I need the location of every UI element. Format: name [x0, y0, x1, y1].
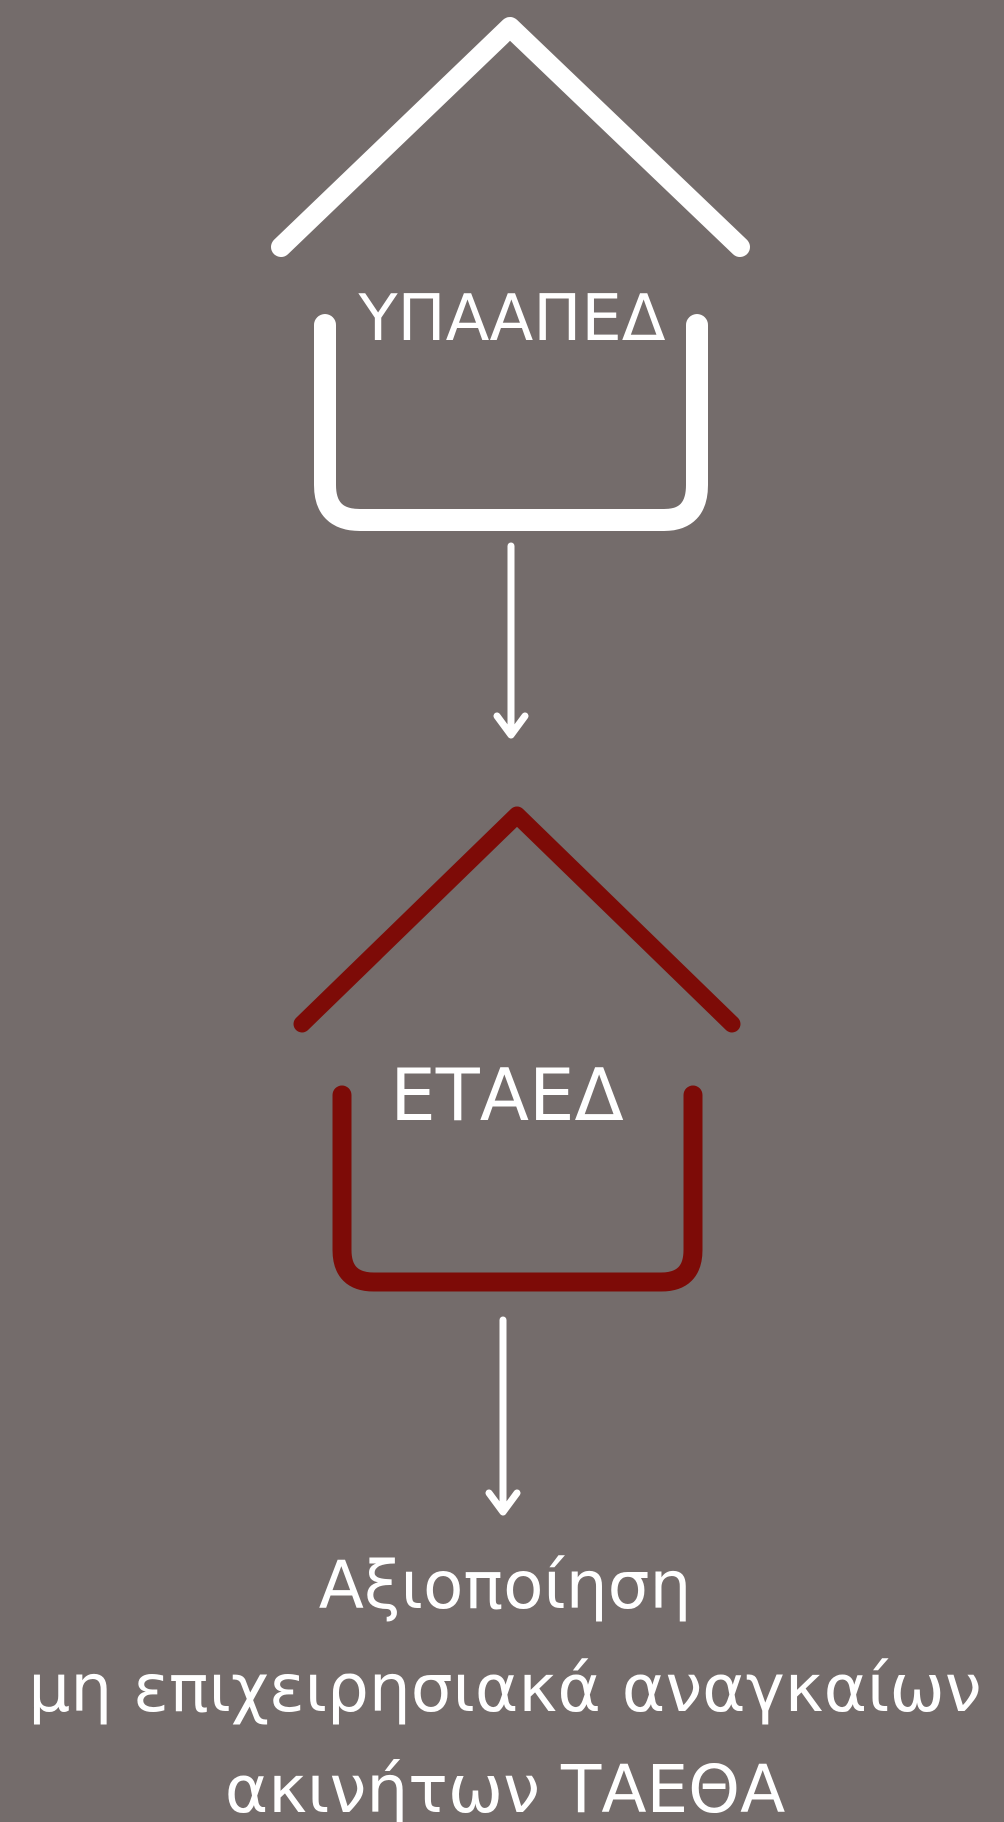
top-house-roof [271, 17, 750, 257]
result-line-2: μη επιχειρησιακά αναγκαίων [28, 1650, 981, 1727]
bottom-house-label: ΕΤΑΕΔ [390, 1053, 623, 1137]
arrow-down-icon [493, 542, 529, 739]
bottom-house-icon [293, 806, 741, 1292]
arrow-down-icon [485, 1316, 521, 1516]
top-house-label: ΥΠΑΑΠΕΔ [357, 282, 665, 356]
top-house-icon [271, 17, 750, 531]
result-line-1: Αξιοποίηση [319, 1547, 692, 1624]
result-line-3: ακινήτων ΤΑΕΘΑ [225, 1751, 786, 1822]
bottom-house-walls [332, 1085, 703, 1292]
bottom-house-roof [293, 806, 741, 1033]
top-house-walls [314, 314, 708, 531]
